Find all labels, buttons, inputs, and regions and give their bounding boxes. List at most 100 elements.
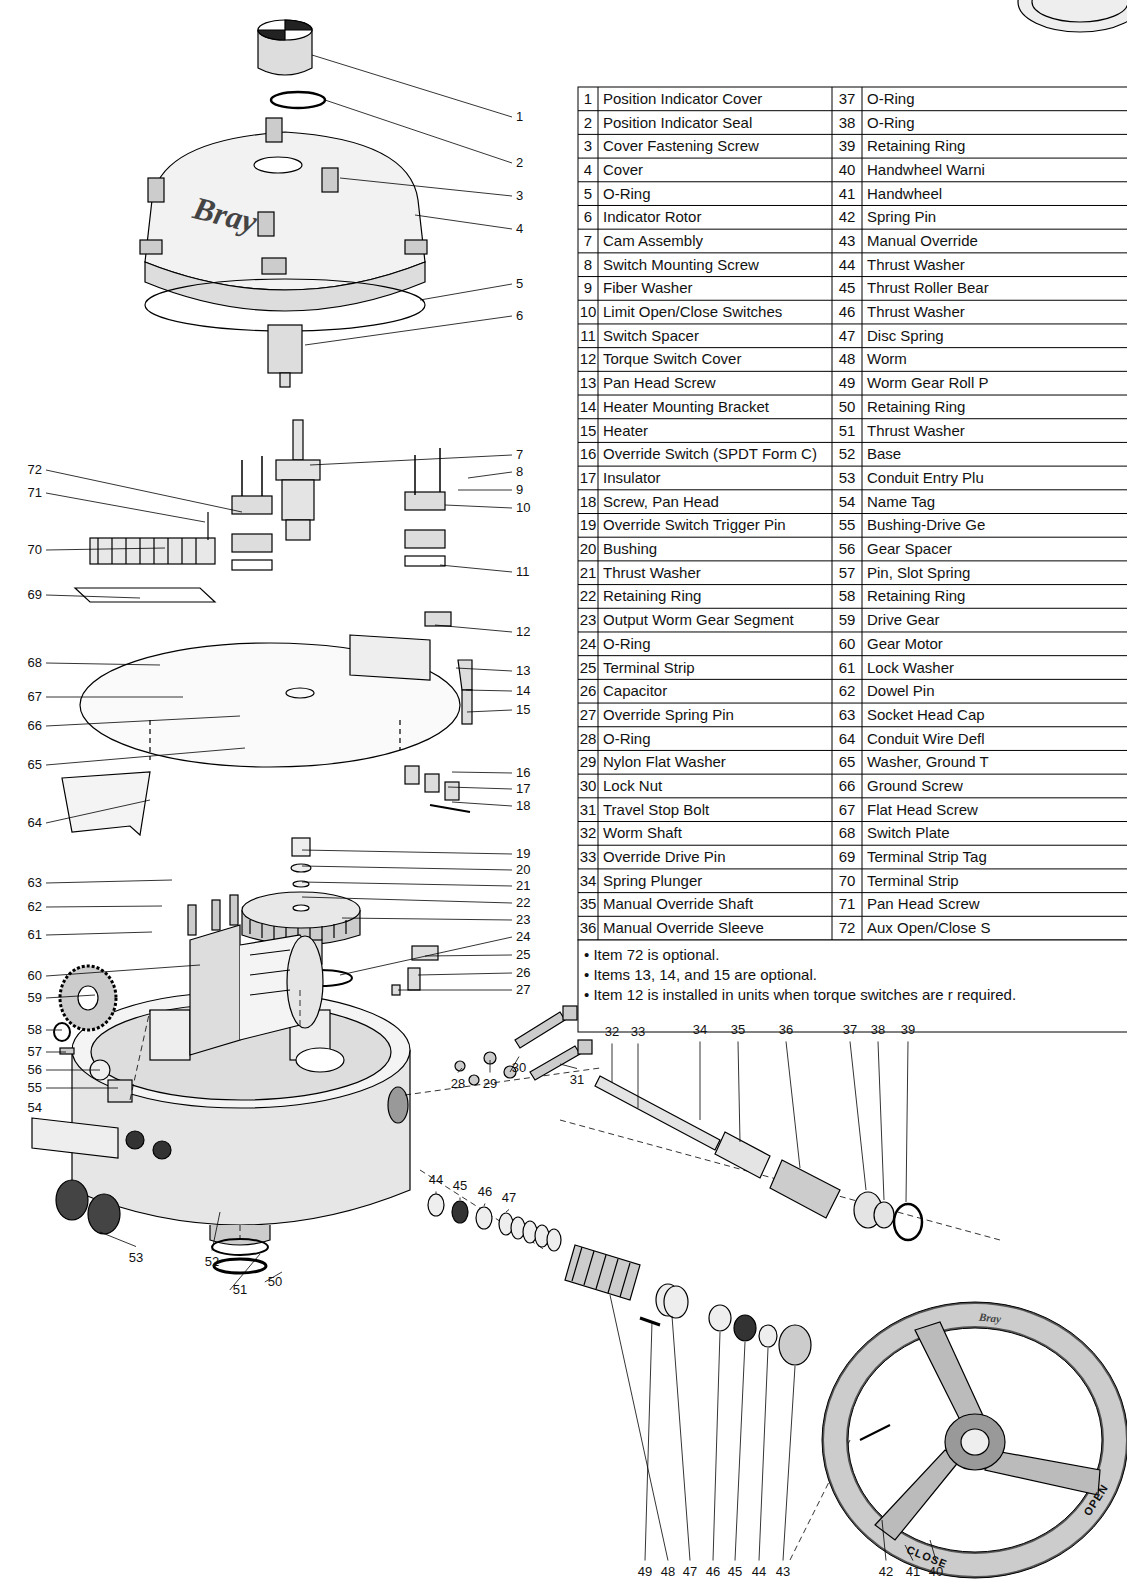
parts-table-grid [578,489,1127,490]
callout-number: 4 [516,222,523,237]
limit-switches [405,530,445,548]
cover [145,132,425,290]
capacitor-terminal [392,946,438,995]
callout-number: 67 [28,690,42,705]
table-cell: 44 [839,256,856,273]
callout-number: 8 [516,465,523,480]
parts-table-grid [578,181,1127,182]
table-cell: Override Spring Pin [603,706,734,723]
table-cell: Spring Pin [867,209,936,226]
switch-plate [350,635,430,680]
leader-lines [398,990,512,991]
travel-stop-bolts [455,1061,465,1071]
override-washers [664,1286,688,1318]
switch-plate [425,612,451,626]
callout-number: 56 [28,1063,42,1078]
worm [565,1245,660,1325]
conduit-plugs [56,1180,120,1234]
table-cell: Override Switch (SPDT Form C) [603,446,817,463]
leader-lines [436,1191,437,1194]
callout-number: 28 [451,1077,465,1092]
table-cell: 17 [580,469,597,486]
output-worm-gear [293,905,309,911]
callout-number: 18 [516,799,530,814]
table-cell: 52 [839,446,856,463]
leader-lines [302,897,512,903]
table-cell: 20 [580,540,597,557]
switch-screws [439,448,441,492]
leader-lines [325,100,512,163]
leader-lines [738,1041,740,1142]
cover [254,157,302,173]
table-cell: O-Ring [603,635,651,652]
table-cell: Retaining Ring [867,588,965,605]
parts-table-grid [578,229,1127,230]
table-cell: Override Switch Trigger Pin [603,517,786,534]
leader-lines [100,1232,136,1247]
callout-number: 38 [871,1023,885,1038]
cover-screws [258,212,274,236]
cover [140,132,427,311]
table-cell: Bushing-Drive Ge [867,517,985,534]
table-cell: 2 [584,114,592,131]
parts-table-grid [578,679,1127,680]
leader-lines [305,316,512,345]
table-cell: 8 [584,256,592,273]
table-cell: Terminal Strip [603,659,695,676]
table-cell: Thrust Washer [867,256,965,273]
leader-lines [46,965,200,976]
drive-gear [60,1048,74,1054]
leader-lines [445,505,512,508]
indicator-rotor [268,325,302,387]
table-cell: Switch Mounting Screw [603,256,759,273]
table-cell: 40 [839,161,856,178]
table-cell: Pan Head Screw [603,375,716,392]
table-cell: Override Drive Pin [603,848,726,865]
table-cell: Position Indicator Seal [603,114,752,131]
table-cell: Ground Screw [867,777,963,794]
callout-number: 44 [429,1173,443,1188]
parts-table-grid [578,371,1127,372]
override-switches [425,774,439,792]
table-cell: 30 [580,777,597,794]
parts-table-grid [578,608,1127,609]
leader-lines [460,1197,461,1200]
callout-number: 33 [631,1025,645,1040]
table-cell: Heater Mounting Bracket [603,398,769,415]
cover-screws [148,178,164,202]
indicator-cover [258,20,325,108]
table-cell: Cover Fastening Screw [603,138,759,155]
callout-number: 72 [28,463,42,478]
cover-screws [266,118,282,142]
leader-lines [46,880,172,883]
travel-stop-bolts [563,1006,577,1020]
handwheel [961,1429,989,1455]
worm-shaft [595,1076,720,1150]
callout-number: 27 [516,983,530,998]
leader-lines [46,906,162,907]
parts-table-grid [578,252,1127,253]
dashed-guides [405,1068,600,1095]
cover-screws [322,168,338,192]
table-cell: 68 [839,825,856,842]
parts-table-grid [578,703,1127,704]
table-cell: 65 [839,754,856,771]
worm-shaft [595,1076,922,1240]
handwheel-icon [1032,0,1127,22]
terminal-strip [75,512,215,602]
table-cell: Heater [603,422,648,439]
callout-number: 61 [28,928,42,943]
dashed-guides [240,1225,241,1240]
leader-lines [46,470,242,512]
leader-lines [46,1070,100,1071]
leader-lines [466,690,512,691]
leader-lines [46,548,165,550]
callout-number: 53 [129,1251,143,1266]
worm-shaft [715,1132,770,1178]
table-cell: 26 [580,683,597,700]
handwheel [945,1414,1005,1470]
table-cell: 1 [584,90,592,107]
override-washers [734,1315,756,1341]
handwheel [835,1315,1115,1565]
table-cell: 63 [839,706,856,723]
